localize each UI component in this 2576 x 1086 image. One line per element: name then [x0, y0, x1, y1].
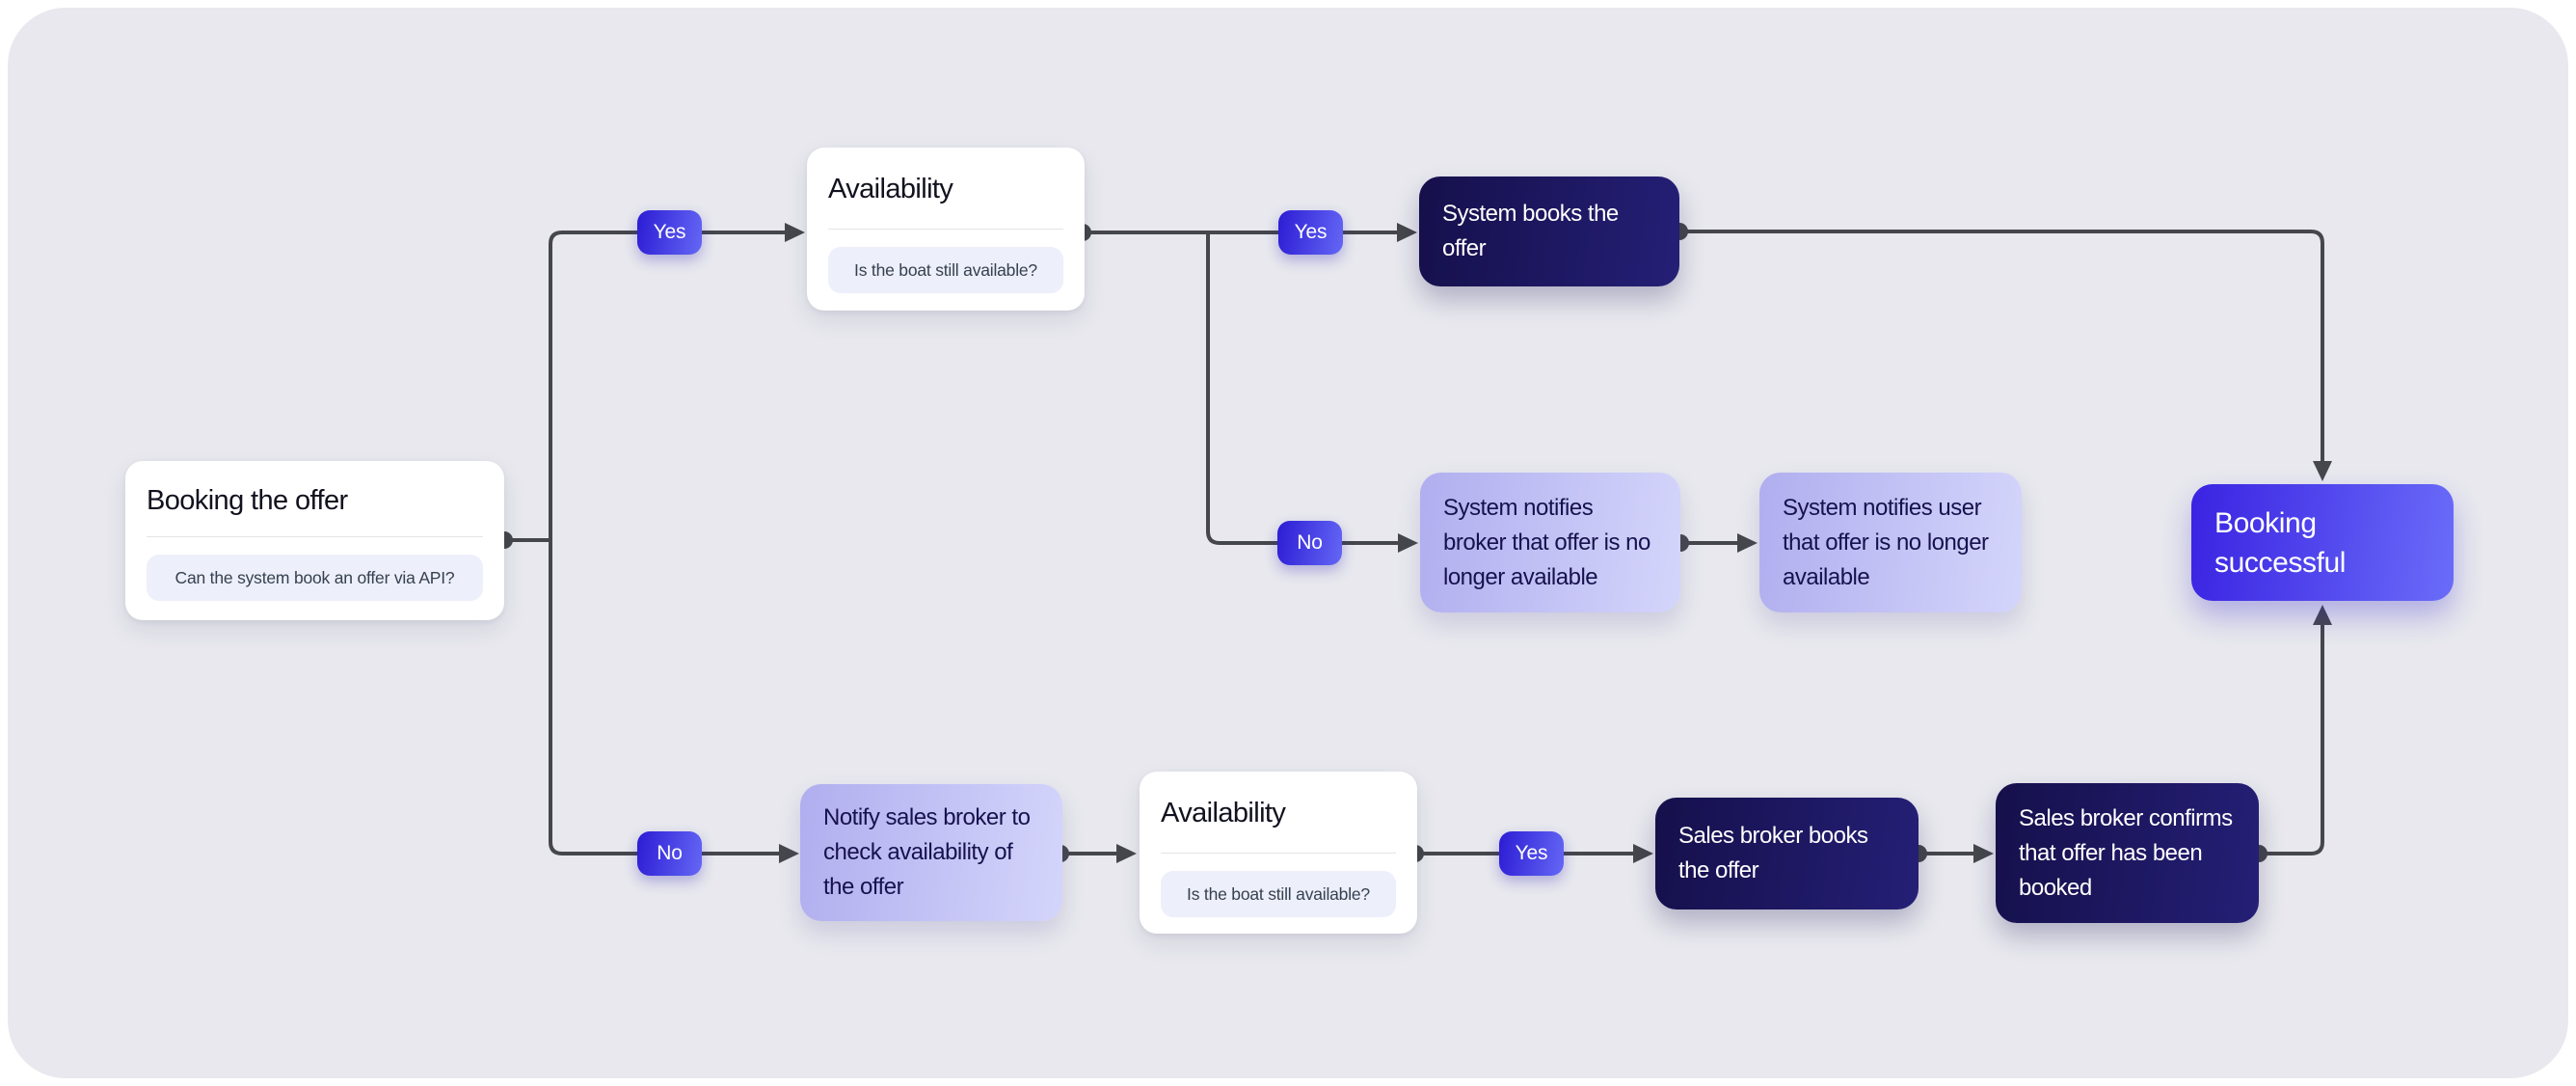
- node-availability-bottom[interactable]: Availability Is the boat still available…: [1140, 772, 1417, 934]
- node-system-notifies-broker[interactable]: System notifies broker that offer is no …: [1420, 473, 1680, 612]
- node-sales-broker-confirms[interactable]: Sales broker confirms that offer has bee…: [1996, 783, 2259, 923]
- edge-label-no-1[interactable]: No: [637, 831, 702, 876]
- divider: [147, 536, 483, 537]
- node-label: Notify sales broker to check availabilit…: [823, 804, 1031, 900]
- edge-label-yes-1[interactable]: Yes: [637, 210, 702, 255]
- edge-label-yes-2[interactable]: Yes: [1278, 210, 1343, 255]
- node-availability-top[interactable]: Availability Is the boat still available…: [807, 148, 1085, 311]
- node-booking-successful[interactable]: Booking successful: [2191, 484, 2454, 601]
- node-system-books-the-offer[interactable]: System books the offer: [1419, 176, 1679, 286]
- edge-label-yes-3[interactable]: Yes: [1499, 831, 1564, 876]
- node-label: System notifies broker that offer is no …: [1443, 494, 1650, 590]
- node-label: System books the offer: [1442, 201, 1619, 261]
- divider: [828, 229, 1063, 230]
- node-booking-the-offer[interactable]: Booking the offer Can the system book an…: [125, 461, 504, 620]
- node-label: Sales broker confirms that offer has bee…: [2019, 804, 2233, 901]
- question-pill: Can the system book an offer via API?: [147, 555, 483, 601]
- node-title: Availability: [1161, 798, 1286, 828]
- edge-label-no-2[interactable]: No: [1277, 521, 1342, 565]
- question-pill: Is the boat still available?: [828, 247, 1063, 293]
- node-title: Availability: [828, 174, 953, 204]
- node-system-notifies-user[interactable]: System notifies user that offer is no lo…: [1759, 473, 2022, 612]
- divider: [1161, 853, 1396, 854]
- question-pill: Is the boat still available?: [1161, 871, 1396, 917]
- node-label: Booking successful: [2214, 506, 2347, 579]
- node-title: Booking the offer: [147, 485, 348, 516]
- node-label: System notifies user that offer is no lo…: [1783, 494, 1989, 590]
- node-label: Sales broker books the offer: [1678, 823, 1868, 883]
- node-sales-broker-books[interactable]: Sales broker books the offer: [1655, 798, 1919, 910]
- node-notify-sales-broker[interactable]: Notify sales broker to check availabilit…: [800, 784, 1062, 921]
